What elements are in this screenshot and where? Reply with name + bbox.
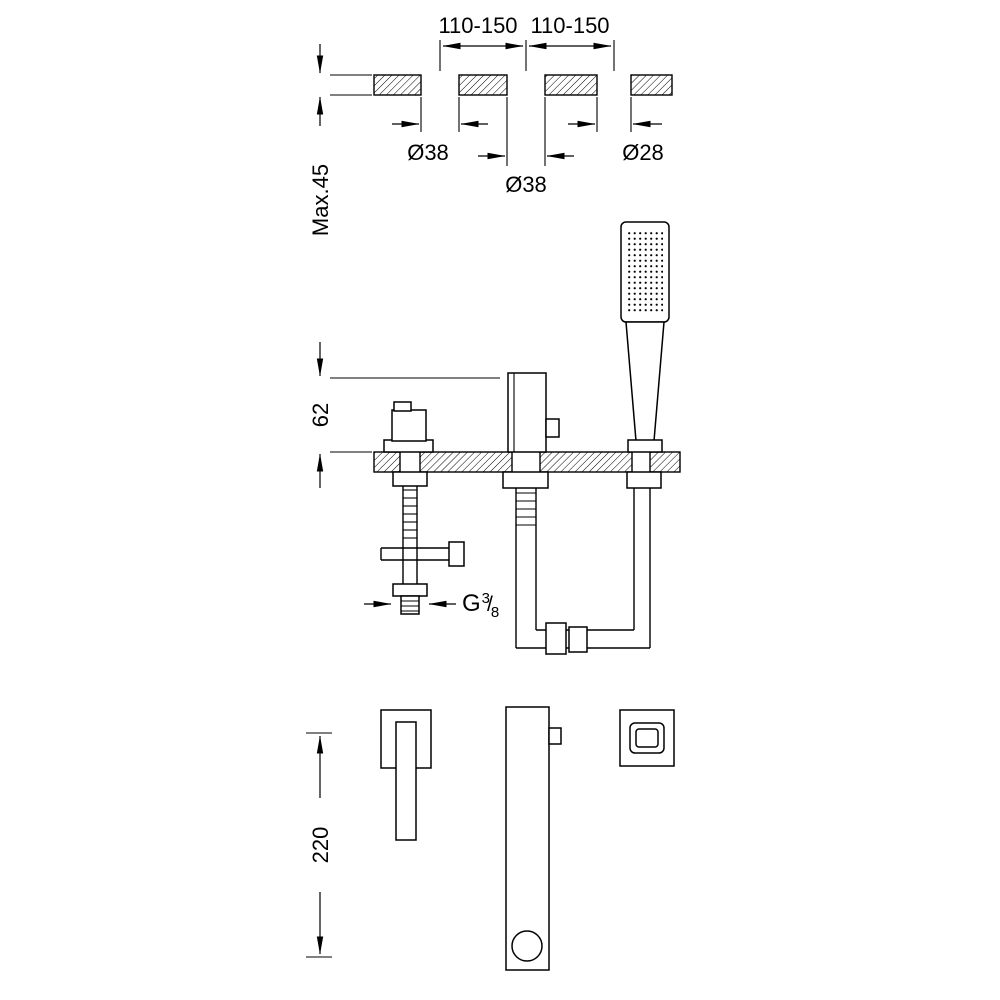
thread-slash: / xyxy=(487,593,493,616)
spout-height-dimension: 62 xyxy=(308,342,500,488)
dimension-span-right-label: 110-150 xyxy=(530,13,609,38)
deck-segment xyxy=(630,74,673,96)
spout-height-label: 62 xyxy=(308,403,333,427)
deck-segment xyxy=(649,451,681,473)
spout-outlet xyxy=(545,418,560,438)
spout-side-outlet xyxy=(548,727,562,745)
mounting-nut xyxy=(392,471,428,487)
deck-segment xyxy=(419,451,513,473)
hole-spacing-dimensions: 110-150 110-150 xyxy=(438,13,615,71)
deck-segment xyxy=(539,451,633,473)
column-length-dimension: 220 xyxy=(306,732,333,958)
thread-size-label: G3/8 xyxy=(462,590,499,621)
hand-shower-handle xyxy=(625,321,665,442)
hose-coupling xyxy=(568,626,588,653)
handle-side-view xyxy=(383,401,434,453)
spray-face-nozzles xyxy=(627,230,663,314)
deck-top-section-view xyxy=(373,74,673,96)
hose-connector xyxy=(448,541,465,567)
thread-size-dimension: G3/8 xyxy=(364,590,499,621)
handle-lever-tab xyxy=(393,401,412,412)
inlet-flange xyxy=(392,583,428,597)
thread-numerator: 3 xyxy=(482,590,490,607)
thread-denominator: 8 xyxy=(491,604,499,621)
max-thickness-label: Max.45 xyxy=(308,164,333,236)
holder-front-view xyxy=(619,709,675,767)
handle-base xyxy=(383,439,434,453)
diameter-left-label: Ø38 xyxy=(407,140,449,165)
spout-column xyxy=(505,706,550,971)
thread-prefix: G xyxy=(462,590,481,617)
diameter-center-label: Ø38 xyxy=(505,172,547,197)
handle-underdeck-plumbing xyxy=(380,471,465,615)
mounting-nut xyxy=(502,471,549,489)
diameter-right-label: Ø28 xyxy=(622,140,664,165)
hose-coupling xyxy=(545,622,567,655)
shower-holder-bracket xyxy=(627,439,663,453)
spout-side-view xyxy=(507,372,560,453)
deck-segment xyxy=(544,74,598,96)
spout-underdeck-plumbing xyxy=(502,471,662,655)
spout-front-view xyxy=(505,706,562,971)
deck-side-view xyxy=(373,451,681,473)
handle-front-view xyxy=(380,709,432,841)
deck-segment xyxy=(373,74,422,96)
deck-segment xyxy=(458,74,508,96)
holder-nut xyxy=(626,471,662,489)
spout-aerator-hole xyxy=(511,930,543,962)
handle-knob xyxy=(391,409,427,442)
hand-shower-side-view xyxy=(620,221,670,453)
holder-slot-inner xyxy=(635,728,659,748)
max-thickness-dimension: Max.45 xyxy=(308,44,372,236)
hole-diameter-dimensions: Ø38 Ø38 Ø28 xyxy=(392,97,664,197)
deck-segment xyxy=(373,451,401,473)
handle-lever xyxy=(395,721,417,841)
dimension-span-left-label: 110-150 xyxy=(438,13,517,38)
column-length-label: 220 xyxy=(308,827,333,864)
